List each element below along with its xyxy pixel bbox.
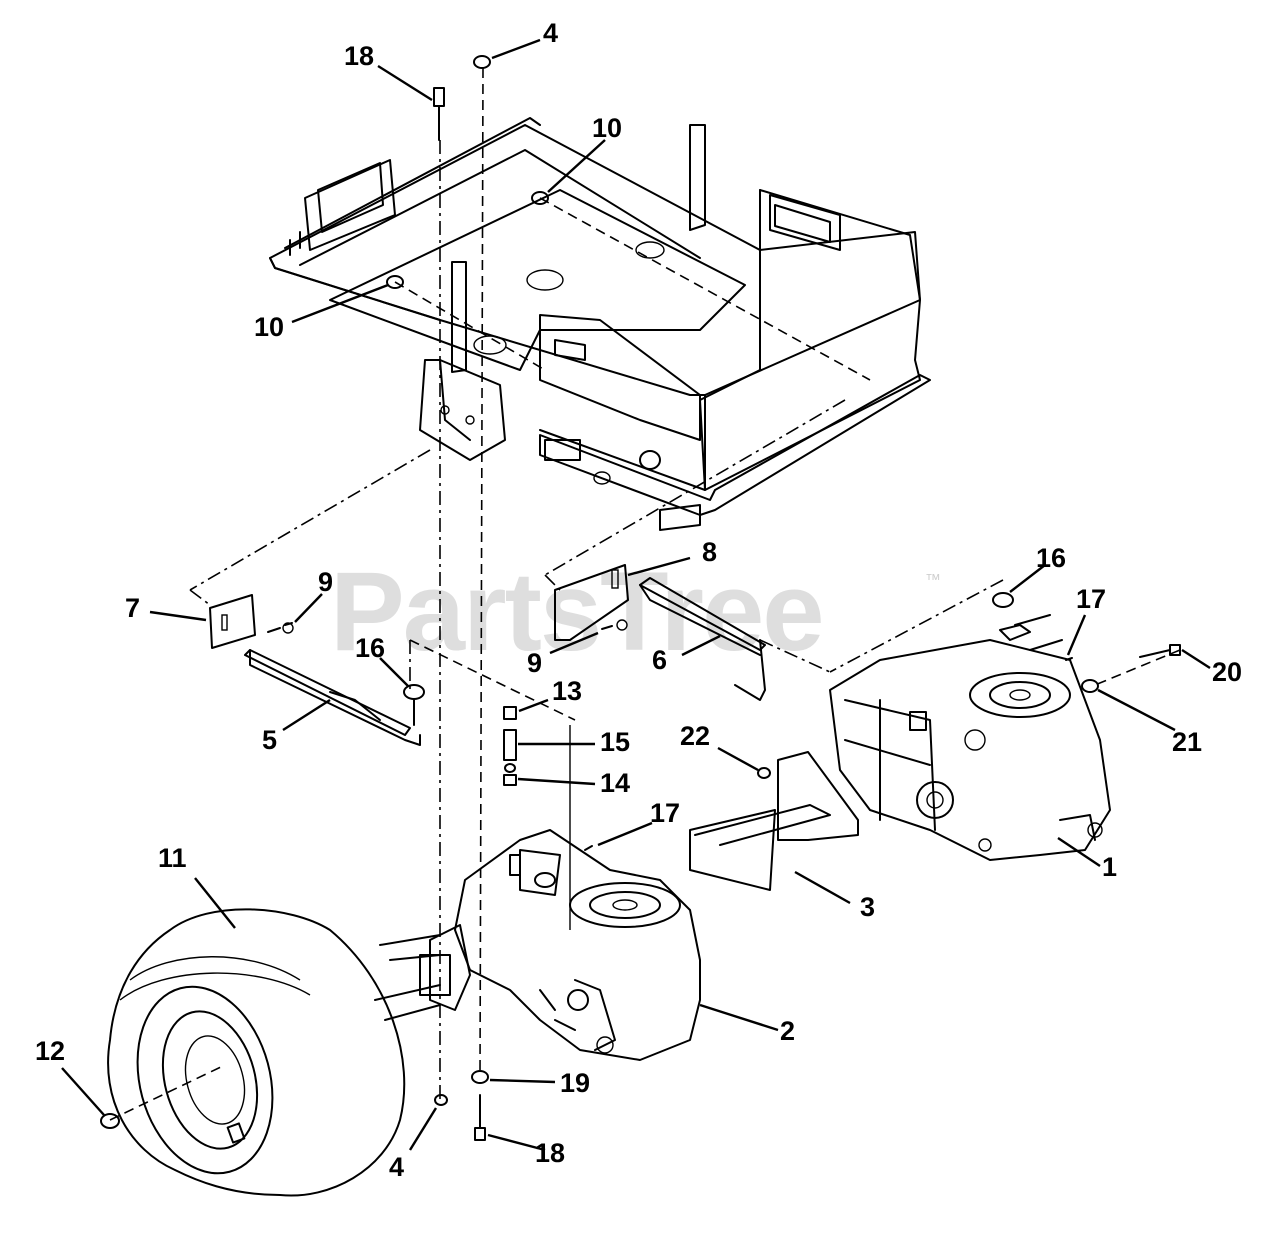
callout-11: 11: [158, 843, 187, 873]
chassis-frame: [269, 117, 931, 531]
callout-9-left: 9: [318, 567, 333, 597]
watermark: PartsTree ™: [330, 549, 941, 674]
callout-1: 1: [1102, 852, 1117, 882]
alignment-lines: [109, 67, 1181, 1121]
callout-16-left: 16: [355, 633, 385, 663]
callout-leaders: [61, 38, 1211, 1152]
callout-4-bottom: 4: [389, 1152, 404, 1182]
callout-19: 19: [560, 1068, 590, 1098]
callout-16-right: 16: [1036, 543, 1066, 573]
transaxle-2: [374, 829, 701, 1061]
callout-numbers: 18 4 10 10 8 16 17 20 21 7 9 16 5 9 6 13…: [35, 18, 1242, 1182]
bracket-7: [209, 594, 256, 649]
callout-12: 12: [35, 1036, 65, 1066]
callout-9-mid: 9: [527, 648, 542, 678]
watermark-text: PartsTree: [330, 549, 823, 674]
callout-7: 7: [125, 593, 140, 623]
bracket-8: [554, 564, 629, 641]
callout-5: 5: [262, 725, 277, 755]
bracket-3: [689, 751, 859, 891]
callout-13: 13: [552, 676, 582, 706]
callout-10-upper: 10: [592, 113, 622, 143]
callout-4-top: 4: [543, 18, 558, 48]
callout-18-bottom: 18: [535, 1138, 565, 1168]
callout-8: 8: [702, 537, 717, 567]
rod-6: [639, 577, 766, 701]
watermark-tm: ™: [925, 572, 941, 589]
rod-5: [244, 649, 421, 746]
transaxle-1: [829, 614, 1111, 861]
callout-20: 20: [1212, 657, 1242, 687]
callout-3: 3: [860, 892, 875, 922]
hardware: [100, 55, 1181, 1141]
callout-17-mid: 17: [650, 798, 680, 828]
callout-22: 22: [680, 721, 710, 751]
callout-18-top: 18: [344, 41, 374, 71]
callout-2: 2: [780, 1016, 795, 1046]
callout-21: 21: [1172, 727, 1202, 757]
callout-10-left: 10: [254, 312, 284, 342]
callout-15: 15: [600, 727, 630, 757]
callout-17-right: 17: [1076, 584, 1106, 614]
callout-14: 14: [600, 768, 630, 798]
wheel-11: [107, 908, 406, 1197]
callout-6: 6: [652, 645, 667, 675]
